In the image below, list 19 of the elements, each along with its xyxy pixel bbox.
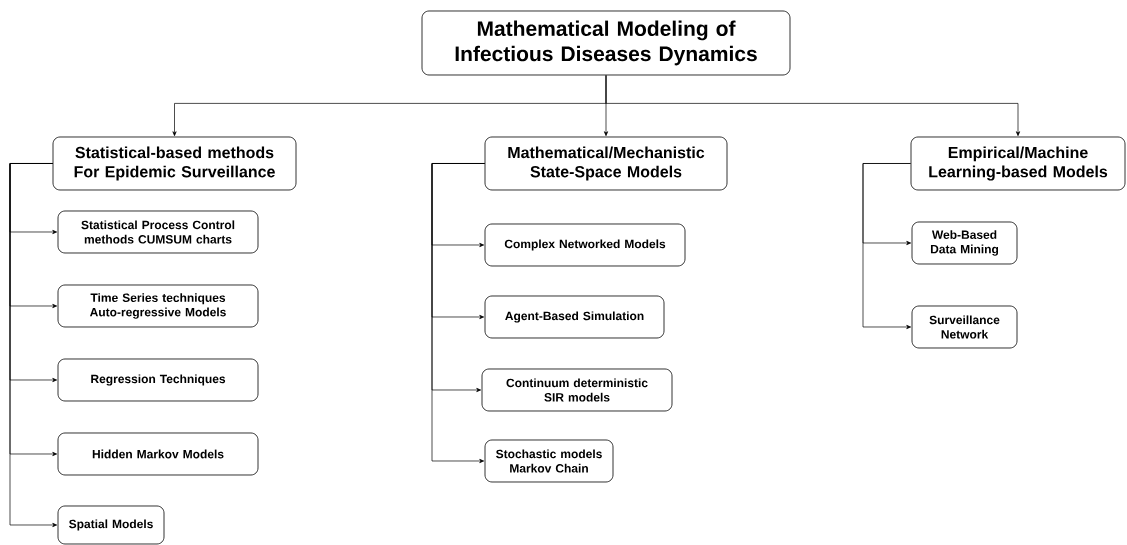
method-box: Surveillance Network: [911, 305, 1018, 349]
method-box: Hidden Markov Models: [57, 432, 259, 476]
method-box: Time Series techniques Auto-regressive Models: [57, 284, 259, 328]
category-box: Mathematical/Mechanistic State-Space Models: [484, 136, 728, 191]
title-box: Mathematical Modeling of Infectious Diseases Dynamics: [421, 10, 791, 76]
arrow: [9, 163, 58, 528]
method-box: Spatial Models: [57, 505, 165, 545]
category-box: Statistical-based methods For Epidemic Surveillance: [52, 136, 297, 191]
method-box: Regression Techniques: [57, 358, 259, 402]
method-box: Statistical Process Control methods CUMSUM charts: [57, 210, 259, 254]
arrow: [431, 163, 485, 464]
arrow: [862, 163, 912, 330]
method-box: Stochastic models Markov Chain: [484, 439, 614, 483]
category-box: Empirical/Machine Learning-based Models: [910, 136, 1126, 191]
method-box: Continuum deterministic SIR models: [481, 368, 673, 412]
method-box: Web-Based Data Mining: [911, 221, 1018, 265]
method-box: Agent-Based Simulation: [484, 295, 665, 339]
arrow: [605, 75, 1021, 137]
method-box: Complex Networked Models: [484, 223, 686, 267]
